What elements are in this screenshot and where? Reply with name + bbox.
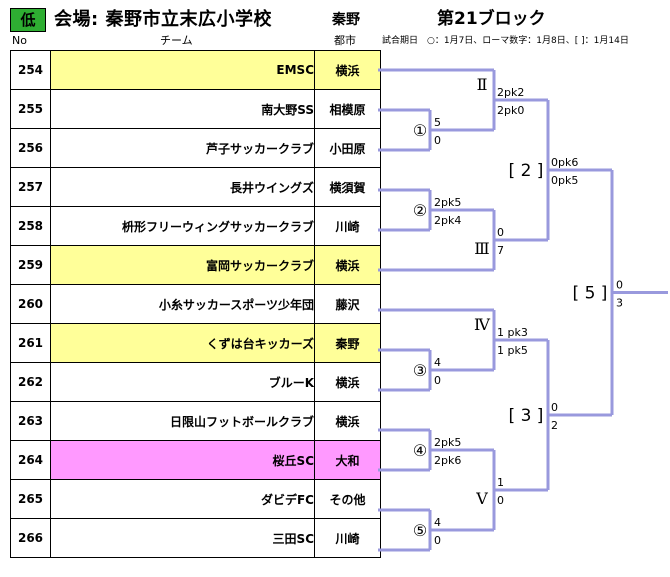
match-number: ①	[413, 121, 427, 140]
schedule-note: 試合期日 ○：1月7日、ローマ数字：1月8日、[ ]：1月14日	[382, 36, 629, 46]
team-number: 258	[10, 206, 51, 246]
score-bottom: 7	[497, 244, 504, 257]
team-number: 254	[10, 50, 51, 90]
score-top: 4	[434, 516, 441, 529]
match-number: [ 3 ]	[509, 406, 544, 426]
score-top: 1 pk3	[497, 326, 528, 339]
score-top: 0	[551, 401, 558, 414]
team-number: 261	[10, 323, 51, 363]
team-city: 横浜	[314, 245, 381, 285]
score-bottom: 0pk5	[551, 174, 578, 187]
team-name: 枡形フリーウィングサッカークラブ	[50, 206, 315, 246]
team-city: 藤沢	[314, 284, 381, 324]
score-top: 2pk5	[434, 436, 461, 449]
match-number: [ 2 ]	[509, 161, 544, 181]
team-name: 桜丘SC	[50, 440, 315, 480]
score-top: 1	[497, 476, 504, 489]
team-name: 芦子サッカークラブ	[50, 128, 315, 168]
match-number: ⑤	[413, 521, 427, 540]
team-number: 264	[10, 440, 51, 480]
match-number: ④	[413, 441, 427, 460]
match-number: ③	[413, 361, 427, 380]
match-number: ②	[413, 201, 427, 220]
score-top: 2pk2	[497, 86, 524, 99]
score-bottom: 0	[434, 134, 441, 147]
score-bottom: 0	[497, 494, 504, 507]
team-name: くずは台キッカーズ	[50, 323, 315, 363]
match-number: Ⅱ	[477, 75, 488, 94]
column-header-no: No	[12, 34, 27, 47]
venue-title: 会場: 秦野市立末広小学校	[54, 9, 272, 30]
score-bottom: 2pk4	[434, 214, 461, 227]
score-top: 4	[434, 356, 441, 369]
team-name: 富岡サッカークラブ	[50, 245, 315, 285]
team-city: 川崎	[314, 206, 381, 246]
match-number: Ⅲ	[474, 239, 489, 258]
block-title: 第21ブロック	[437, 9, 546, 29]
score-top: 2pk5	[434, 196, 461, 209]
team-name: ブルーK	[50, 362, 315, 402]
score-bottom: 3	[616, 297, 623, 310]
team-number: 262	[10, 362, 51, 402]
score-bottom: 1 pk5	[497, 344, 528, 357]
team-name: 南大野SS	[50, 89, 315, 129]
score-top: 0	[497, 226, 504, 239]
score-top: 0	[616, 279, 623, 292]
column-header-city: 都市	[334, 34, 356, 47]
score-bottom: 2pk6	[434, 454, 461, 467]
team-number: 260	[10, 284, 51, 324]
score-bottom: 2	[551, 419, 558, 432]
team-city: 相模原	[314, 89, 381, 129]
score-top: 0pk6	[551, 156, 578, 169]
team-name: 長井ウイングズ	[50, 167, 315, 207]
team-number: 263	[10, 401, 51, 441]
team-city: 横須賀	[314, 167, 381, 207]
team-city: 横浜	[314, 362, 381, 402]
team-city: 秦野	[314, 323, 381, 363]
match-number: [ 5 ]	[573, 284, 608, 304]
team-city: 横浜	[314, 50, 381, 90]
score-bottom: 0	[434, 534, 441, 547]
team-number: 259	[10, 245, 51, 285]
team-name: 小糸サッカースポーツ少年団	[50, 284, 315, 324]
score-top: 5	[434, 116, 441, 129]
host-city: 秦野	[332, 12, 360, 28]
team-city: 小田原	[314, 128, 381, 168]
match-number: Ⅳ	[474, 315, 491, 334]
team-name: ダビデFC	[50, 479, 315, 519]
team-name: 三田SC	[50, 518, 315, 558]
team-city: 川崎	[314, 518, 381, 558]
score-bottom: 0	[434, 374, 441, 387]
level-badge: 低	[10, 8, 46, 32]
team-city: その他	[314, 479, 381, 519]
score-bottom: 2pk0	[497, 104, 524, 117]
match-number: Ⅴ	[475, 489, 488, 508]
team-city: 大和	[314, 440, 381, 480]
column-header-team: チーム	[160, 34, 193, 47]
